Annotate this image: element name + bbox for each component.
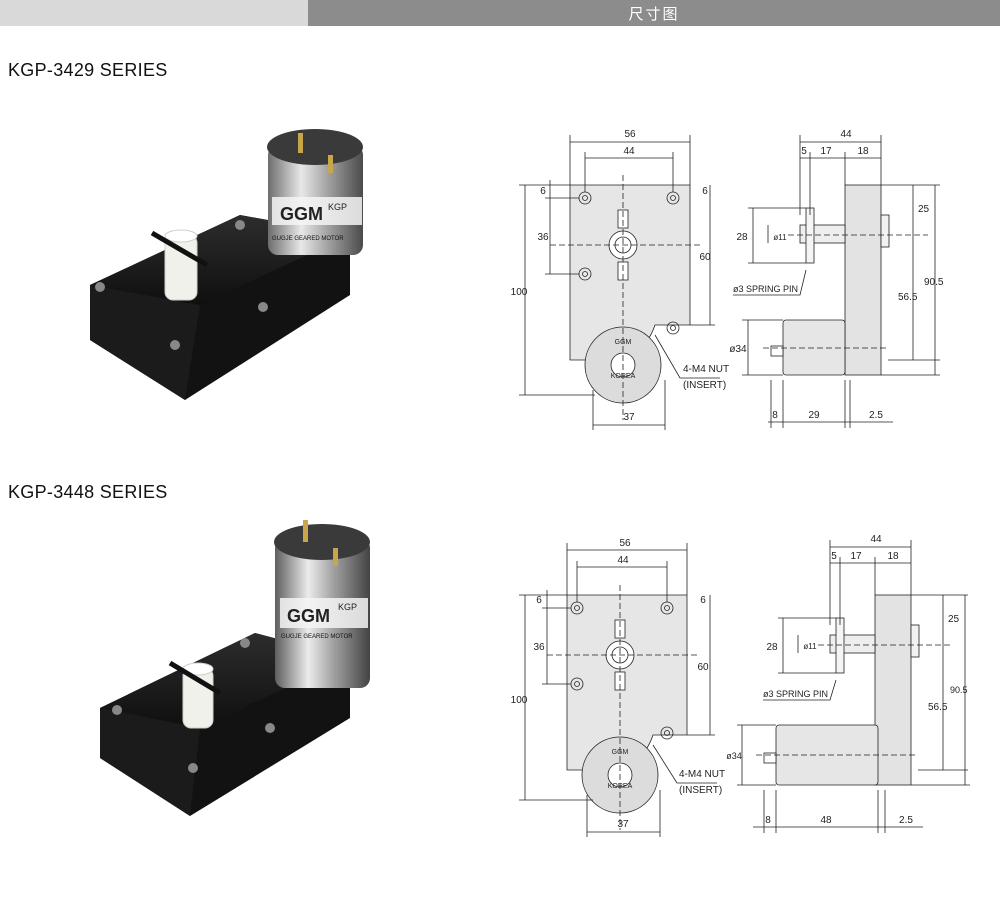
side-view-drawing-kgp-3448: 44 5 17 18 28 ø11 25 56.5 90.5 ø34 8 48 … xyxy=(726,534,970,833)
photo-label-brand: GGM xyxy=(287,606,330,626)
dim-side-b: 17 xyxy=(820,146,832,157)
dim-motor-diameter: ø34 xyxy=(726,751,742,761)
dim-width-holes: 44 xyxy=(623,146,635,157)
dim-side-mid: 56.5 xyxy=(928,702,948,713)
motor-origin: KOREA xyxy=(608,783,633,790)
photo-label-model: KGP xyxy=(338,602,357,612)
dim-width-outer: 56 xyxy=(624,129,636,140)
gearbox-side xyxy=(844,184,882,376)
dim-top-left: 6 xyxy=(540,186,546,197)
dim-side-full: 90.5 xyxy=(924,277,944,288)
dim-width-holes: 44 xyxy=(617,555,629,566)
nut-note-line1: 4-M4 NUT xyxy=(679,769,725,780)
dim-top-left: 6 xyxy=(536,595,542,606)
nut-note-line2: (INSERT) xyxy=(683,380,726,391)
dim-hole-spacing: 36 xyxy=(533,642,545,653)
dim-side-b: 17 xyxy=(850,551,862,562)
series-title-kgp-3448: KGP-3448 SERIES xyxy=(8,482,168,502)
dim-motor-diameter: ø34 xyxy=(729,344,747,355)
dim-motor-length: 29 xyxy=(808,410,820,421)
photo-label-maker: GUGJE GEARED MOTOR xyxy=(281,634,353,640)
dim-bottom-c: 2.5 xyxy=(869,410,883,421)
dim-bottom-width: 37 xyxy=(623,412,635,423)
dim-right-height: 60 xyxy=(697,662,709,673)
header-bar-right: 尺寸图 xyxy=(308,0,1000,26)
nut-note-line1: 4-M4 NUT xyxy=(683,364,729,375)
side-view-drawing-kgp-3429: 44 5 17 18 28 ø11 25 56.5 90.5 ø34 8 29 … xyxy=(729,129,944,428)
motor-label: GGM xyxy=(612,749,629,756)
dim-side-top: 25 xyxy=(948,614,960,625)
front-view-drawing-kgp-3429: 56 44 6 6 36 100 60 37 4-M4 NUT (INSERT)… xyxy=(511,129,729,430)
gearbox-side xyxy=(874,594,912,786)
dim-shaft-diameter: ø11 xyxy=(773,233,787,242)
dim-shaft-length: 28 xyxy=(736,232,748,243)
dim-bottom-width: 37 xyxy=(617,819,629,830)
spring-pin-note: ø3 SPRING PIN xyxy=(733,284,798,294)
dim-side-a: 5 xyxy=(831,551,837,562)
header-bar-left xyxy=(0,0,308,26)
photo-label-model: KGP xyxy=(328,202,347,212)
dim-height-total: 100 xyxy=(511,695,528,706)
dim-right-height: 60 xyxy=(699,252,711,263)
motor-label: GGM xyxy=(615,339,632,346)
photo-label-maker: GUGJE GEARED MOTOR xyxy=(272,236,344,242)
motor-side xyxy=(775,724,879,786)
front-view-drawing-kgp-3448: 56 44 6 6 36 100 60 37 4-M4 NUT (INSERT)… xyxy=(511,538,725,837)
dim-bottom-a: 8 xyxy=(772,410,778,421)
dim-bottom-a: 8 xyxy=(765,815,771,826)
header-title: 尺寸图 xyxy=(628,4,680,23)
spring-pin-note: ø3 SPRING PIN xyxy=(763,689,828,699)
dim-side-c: 18 xyxy=(857,146,869,157)
motor-photo-kgp-3448: GGM KGP GUGJE GEARED MOTOR xyxy=(100,520,370,816)
dim-side-full: 90.5 xyxy=(950,685,968,695)
dim-motor-length: 48 xyxy=(820,815,832,826)
dim-side-top: 25 xyxy=(918,204,930,215)
dim-shaft-diameter: ø11 xyxy=(803,642,817,651)
dim-width-outer: 56 xyxy=(619,538,631,549)
dim-top-right: 6 xyxy=(702,186,708,197)
dim-side-total: 44 xyxy=(870,534,882,545)
dim-height-total: 100 xyxy=(511,287,528,298)
dim-bottom-c: 2.5 xyxy=(899,815,913,826)
motor-side xyxy=(782,319,846,376)
dim-shaft-length: 28 xyxy=(766,642,778,653)
dim-hole-spacing: 36 xyxy=(537,232,549,243)
dim-side-a: 5 xyxy=(801,146,807,157)
dim-top-right: 6 xyxy=(700,595,706,606)
header-bar: 尺寸图 xyxy=(0,0,1000,26)
photo-label-brand: GGM xyxy=(280,204,323,224)
series-title-kgp-3429: KGP-3429 SERIES xyxy=(8,60,168,80)
dim-side-c: 18 xyxy=(887,551,899,562)
dim-side-mid: 56.5 xyxy=(898,292,918,303)
motor-origin: KOREA xyxy=(611,373,636,380)
motor-photo-kgp-3429: GGM KGP GUGJE GEARED MOTOR xyxy=(90,129,363,400)
nut-note-line2: (INSERT) xyxy=(679,785,722,796)
dim-side-total: 44 xyxy=(840,129,852,140)
